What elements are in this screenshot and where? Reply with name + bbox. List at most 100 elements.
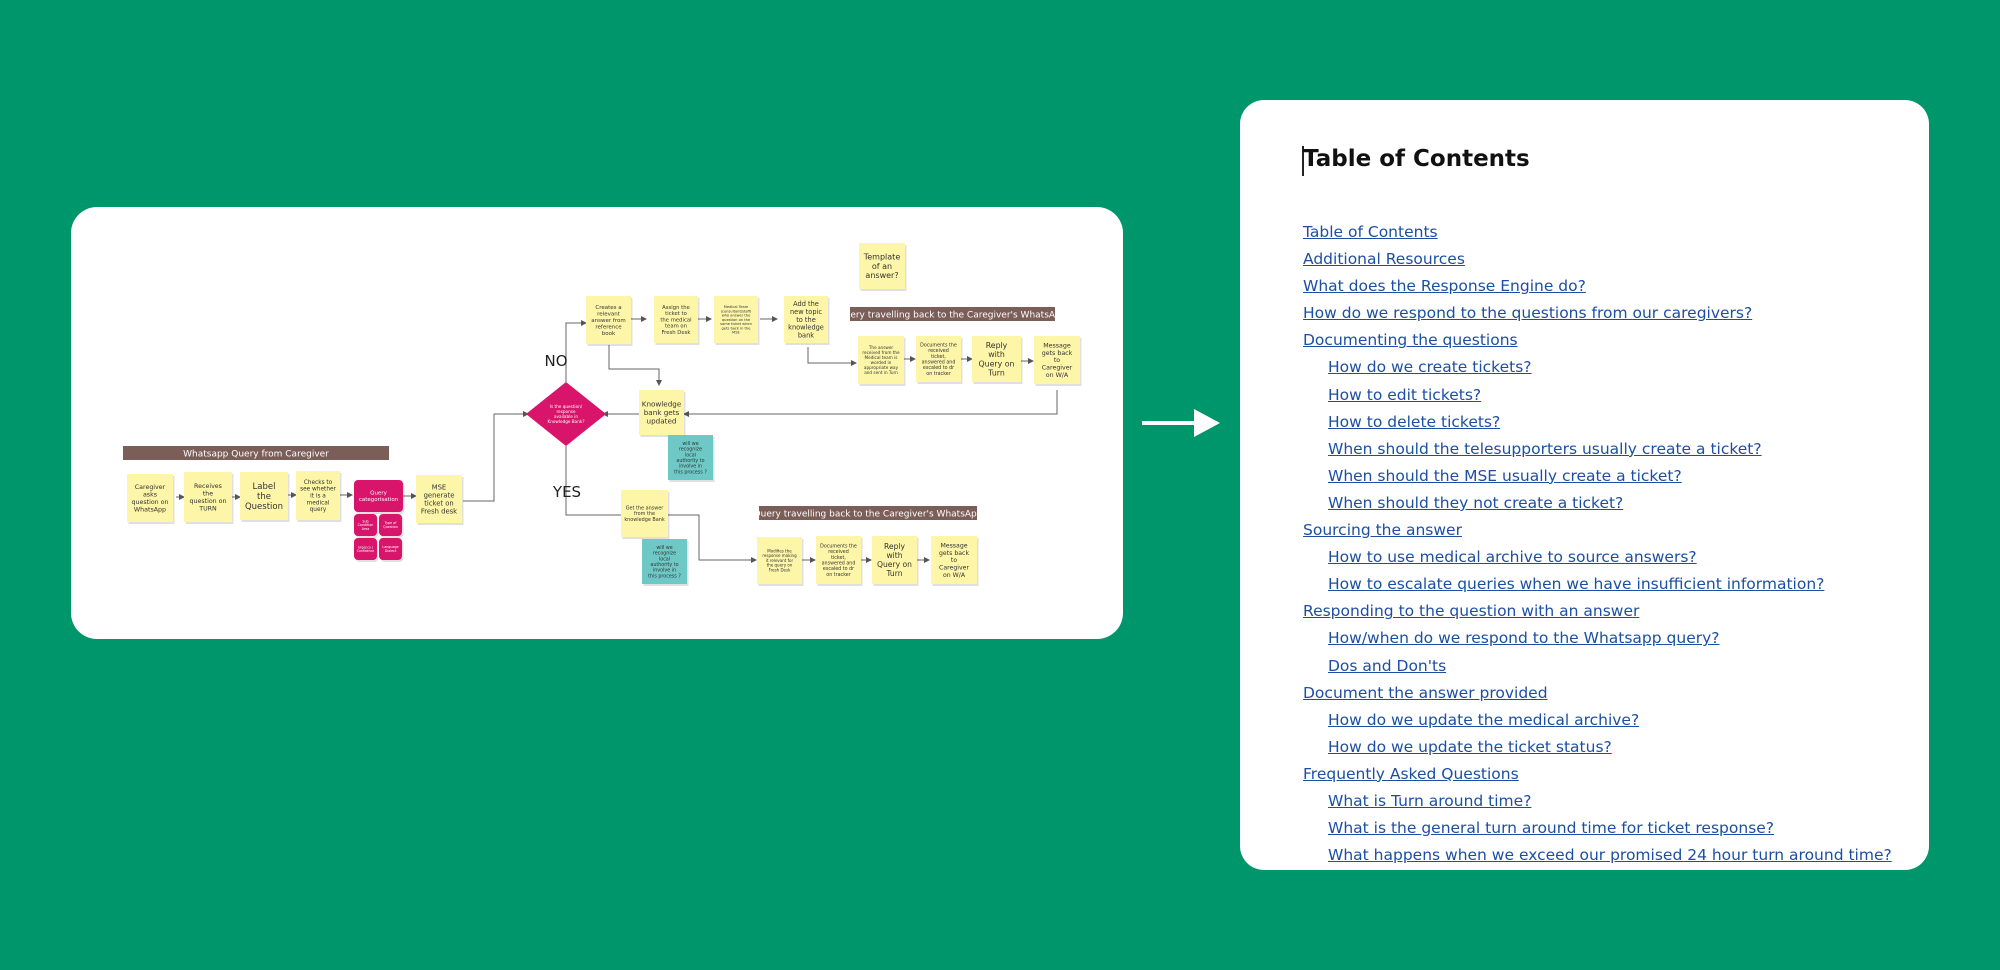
toc-item: Sourcing the answer (1303, 517, 1892, 544)
toc-link[interactable]: Responding to the question with an answe… (1303, 602, 1640, 621)
whatsapp-query-header (123, 446, 389, 460)
toc-item: When should the MSE usually create a tic… (1303, 463, 1892, 490)
toc-heading: Table of Contents (1303, 146, 1530, 172)
arrow-right-icon (1142, 409, 1220, 437)
toc-link[interactable]: Document the answer provided (1303, 683, 1548, 702)
toc-item: When should they not create a ticket? (1303, 490, 1892, 517)
toc-link[interactable]: Frequently Asked Questions (1303, 764, 1519, 783)
toc-link[interactable]: When should the telesupporters usually c… (1328, 439, 1762, 458)
toc-link[interactable]: How do we update the medical archive? (1328, 710, 1640, 729)
toc-link[interactable]: When should they not create a ticket? (1328, 493, 1624, 512)
text-cursor (1302, 146, 1304, 176)
toc-link[interactable]: How/when do we respond to the Whatsapp q… (1328, 629, 1720, 648)
no-branch-label: NO (544, 352, 567, 370)
toc-link[interactable]: How to edit tickets? (1328, 385, 1482, 404)
toc-item: What happens when we exceed our promised… (1303, 842, 1892, 869)
travel-back-header-top (850, 307, 1055, 321)
toc-link[interactable]: How do we update the ticket status? (1328, 737, 1612, 756)
toc-link[interactable]: How to use medical archive to source ans… (1328, 548, 1697, 567)
decision-diamond (526, 382, 606, 446)
toc-link[interactable]: How do we respond to the questions from … (1303, 304, 1753, 323)
toc-link[interactable]: When should the MSE usually create a tic… (1328, 466, 1682, 485)
note-text: Medical Team(consultant/staff)who answer… (720, 305, 752, 334)
travel-back-header-top-label: Query travelling back to the Caregiver's… (838, 311, 1067, 321)
toc-item: Dos and Don'ts (1303, 653, 1892, 680)
yes-branch-label: YES (552, 483, 581, 501)
toc-item: Documenting the questions (1303, 327, 1892, 354)
toc-link[interactable]: What is the general turn around time for… (1328, 819, 1775, 838)
flowchart-panel: Whatsapp Query from Caregiver Query trav… (71, 207, 1123, 639)
toc-item: How/when do we respond to the Whatsapp q… (1303, 625, 1892, 652)
toc-link[interactable]: How to escalate queries when we have ins… (1328, 575, 1825, 594)
toc-item: How do we create tickets? (1303, 354, 1892, 381)
toc-item: What is Turn around time? (1303, 788, 1892, 815)
travel-back-header-bottom (759, 506, 977, 520)
toc-item: How do we update the ticket status? (1303, 734, 1892, 761)
sticky-note: Medical Team(consultant/staff)who answer… (714, 296, 760, 345)
toc-item: Additional Resources (1303, 246, 1892, 273)
toc-item: How do we update the medical archive? (1303, 707, 1892, 734)
toc-link[interactable]: What does the Response Engine do? (1303, 277, 1586, 296)
toc-item: What does the Response Engine do? (1303, 273, 1892, 300)
toc-link[interactable]: Documenting the questions (1303, 331, 1518, 350)
toc-item: How to edit tickets? (1303, 382, 1892, 409)
whatsapp-query-header-label: Whatsapp Query from Caregiver (183, 450, 329, 460)
travel-back-header-bottom-label: Query travelling back to the Caregiver's… (754, 510, 983, 520)
toc-link[interactable]: What is Turn around time? (1328, 791, 1532, 810)
category-chip: Urgency /Confidence (354, 538, 379, 562)
note-text: Urgency /Confidence (357, 545, 374, 553)
toc-link[interactable]: Additional Resources (1303, 250, 1465, 269)
toc-item: Table of Contents (1303, 219, 1892, 246)
toc-link[interactable]: What happens when we exceed our promised… (1328, 846, 1892, 865)
toc-link[interactable]: How to delete tickets? (1328, 412, 1501, 431)
toc-link[interactable]: Dos and Don'ts (1328, 656, 1447, 675)
toc-item: Frequently Asked Questions (1303, 761, 1892, 788)
toc-item: How to delete tickets? (1303, 409, 1892, 436)
toc-link[interactable]: Table of Contents (1303, 223, 1438, 241)
toc-link[interactable]: Sourcing the answer (1303, 521, 1462, 540)
toc-link[interactable]: How do we create tickets? (1328, 358, 1532, 377)
toc-item: Document the answer provided (1303, 680, 1892, 707)
toc-item: How to use medical archive to source ans… (1303, 544, 1892, 571)
